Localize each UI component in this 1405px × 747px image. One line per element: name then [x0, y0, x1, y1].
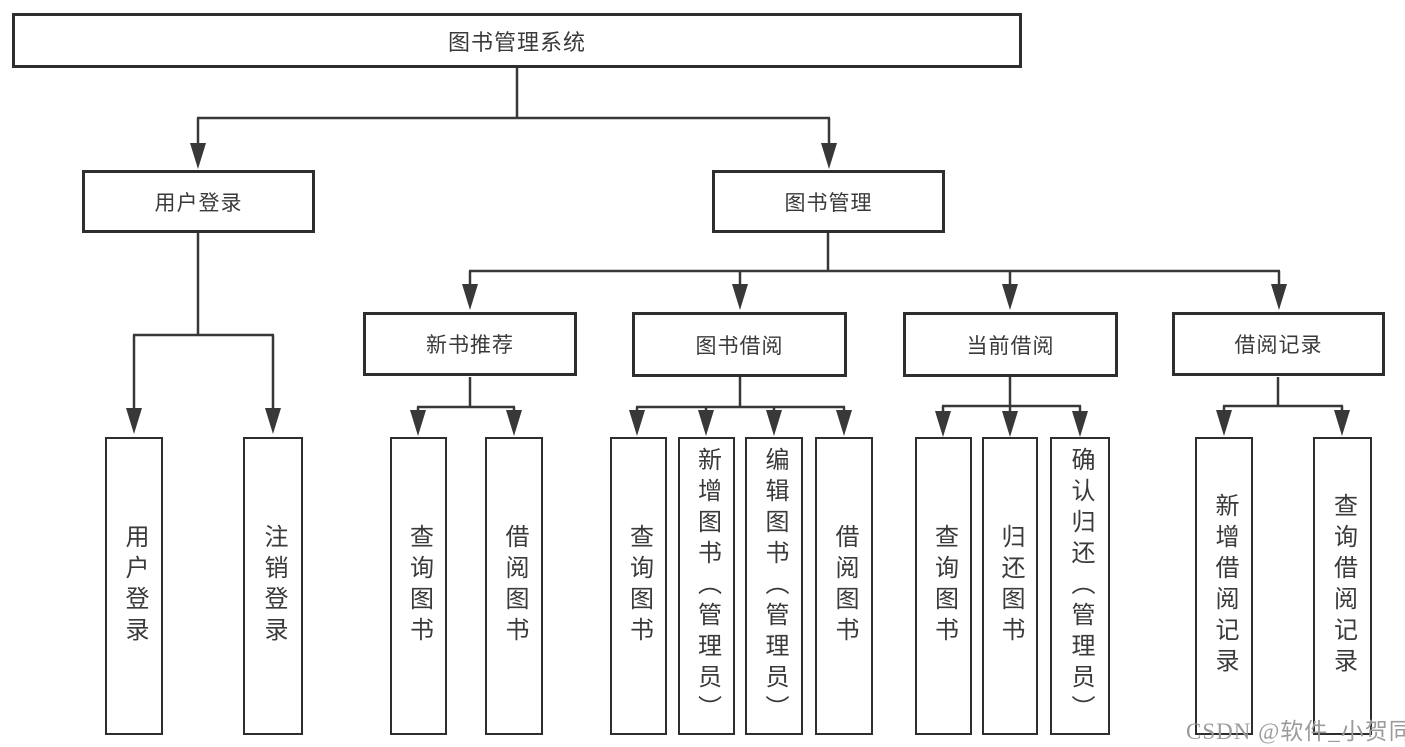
node-user-login: 用户登录 [82, 170, 315, 233]
arrowhead-down-icon [698, 410, 714, 436]
node-label: 确认归还（管理员） [1067, 446, 1093, 726]
node-book-management: 图书管理 [712, 170, 945, 233]
node-label: 图书管理 [784, 190, 873, 215]
leaf-current-query-books: 查询图书 [915, 437, 972, 735]
node-label: 用户登录 [121, 524, 147, 648]
leaf-borrow-borrow-books: 借阅图书 [815, 437, 873, 735]
arrowhead-down-icon [935, 411, 951, 437]
node-label: 新书推荐 [426, 333, 514, 357]
arrowhead-down-icon [190, 143, 206, 169]
leaf-current-return-books: 归还图书 [982, 437, 1038, 735]
arrowhead-down-icon [410, 410, 426, 436]
node-label: 借阅记录 [1234, 333, 1323, 357]
arrowhead-down-icon [1271, 284, 1287, 310]
leaf-record-query-borrow-record: 查询借阅记录 [1313, 437, 1372, 735]
leaf-current-confirm-return-admin: 确认归还（管理员） [1050, 437, 1110, 735]
node-label: 图书借阅 [695, 333, 784, 358]
leaf-borrow-edit-books-admin: 编辑图书（管理员） [745, 437, 803, 735]
node-label: 新增图书（管理员） [693, 446, 720, 726]
node-label: 查询借阅记录 [1329, 493, 1356, 679]
arrowhead-down-icon [265, 408, 281, 434]
node-label: 当前借阅 [966, 333, 1055, 358]
leaf-logout: 注销登录 [243, 437, 303, 735]
leaf-borrow-add-books-admin: 新增图书（管理员） [678, 437, 735, 735]
arrowhead-down-icon [1072, 411, 1088, 437]
arrowhead-down-icon [766, 410, 782, 436]
leaf-user-login: 用户登录 [105, 437, 163, 735]
arrowhead-down-icon [462, 284, 478, 310]
node-label: 编辑图书（管理员） [761, 446, 787, 726]
node-label: 归还图书 [997, 524, 1023, 648]
node-current-borrow: 当前借阅 [903, 312, 1118, 377]
arrowhead-down-icon [1334, 410, 1350, 436]
node-label: 借阅图书 [831, 524, 857, 648]
arrowhead-down-icon [836, 410, 852, 436]
leaf-borrow-query-books: 查询图书 [610, 437, 667, 735]
node-label: 新增借阅记录 [1211, 493, 1237, 679]
leaf-newbook-query-books: 查询图书 [390, 437, 447, 735]
node-label: 查询图书 [625, 524, 652, 648]
node-label: 注销登录 [260, 524, 286, 648]
arrowhead-down-icon [1002, 411, 1018, 437]
arrowhead-down-icon [821, 143, 837, 169]
csdn-watermark: CSDN @软件_小贺同学 [1186, 719, 1405, 744]
node-label: 查询图书 [930, 524, 957, 648]
arrowhead-down-icon [1002, 284, 1018, 310]
leaf-record-add-borrow-record: 新增借阅记录 [1195, 437, 1253, 735]
node-label: 借阅图书 [501, 524, 527, 648]
node-book-borrow: 图书借阅 [632, 312, 847, 377]
node-label: 图书管理系统 [447, 29, 586, 55]
arrowhead-down-icon [629, 410, 645, 436]
leaf-newbook-borrow-books: 借阅图书 [485, 437, 543, 735]
node-library-management-system: 图书管理系统 [12, 13, 1022, 68]
node-label: 用户登录 [154, 190, 243, 215]
arrowhead-down-icon [732, 284, 748, 310]
node-new-book-recommend: 新书推荐 [363, 312, 577, 376]
arrowhead-down-icon [506, 410, 522, 436]
arrowhead-down-icon [1216, 410, 1232, 436]
node-borrow-record: 借阅记录 [1172, 312, 1385, 376]
node-label: 查询图书 [405, 524, 432, 648]
arrowhead-down-icon [126, 408, 142, 434]
